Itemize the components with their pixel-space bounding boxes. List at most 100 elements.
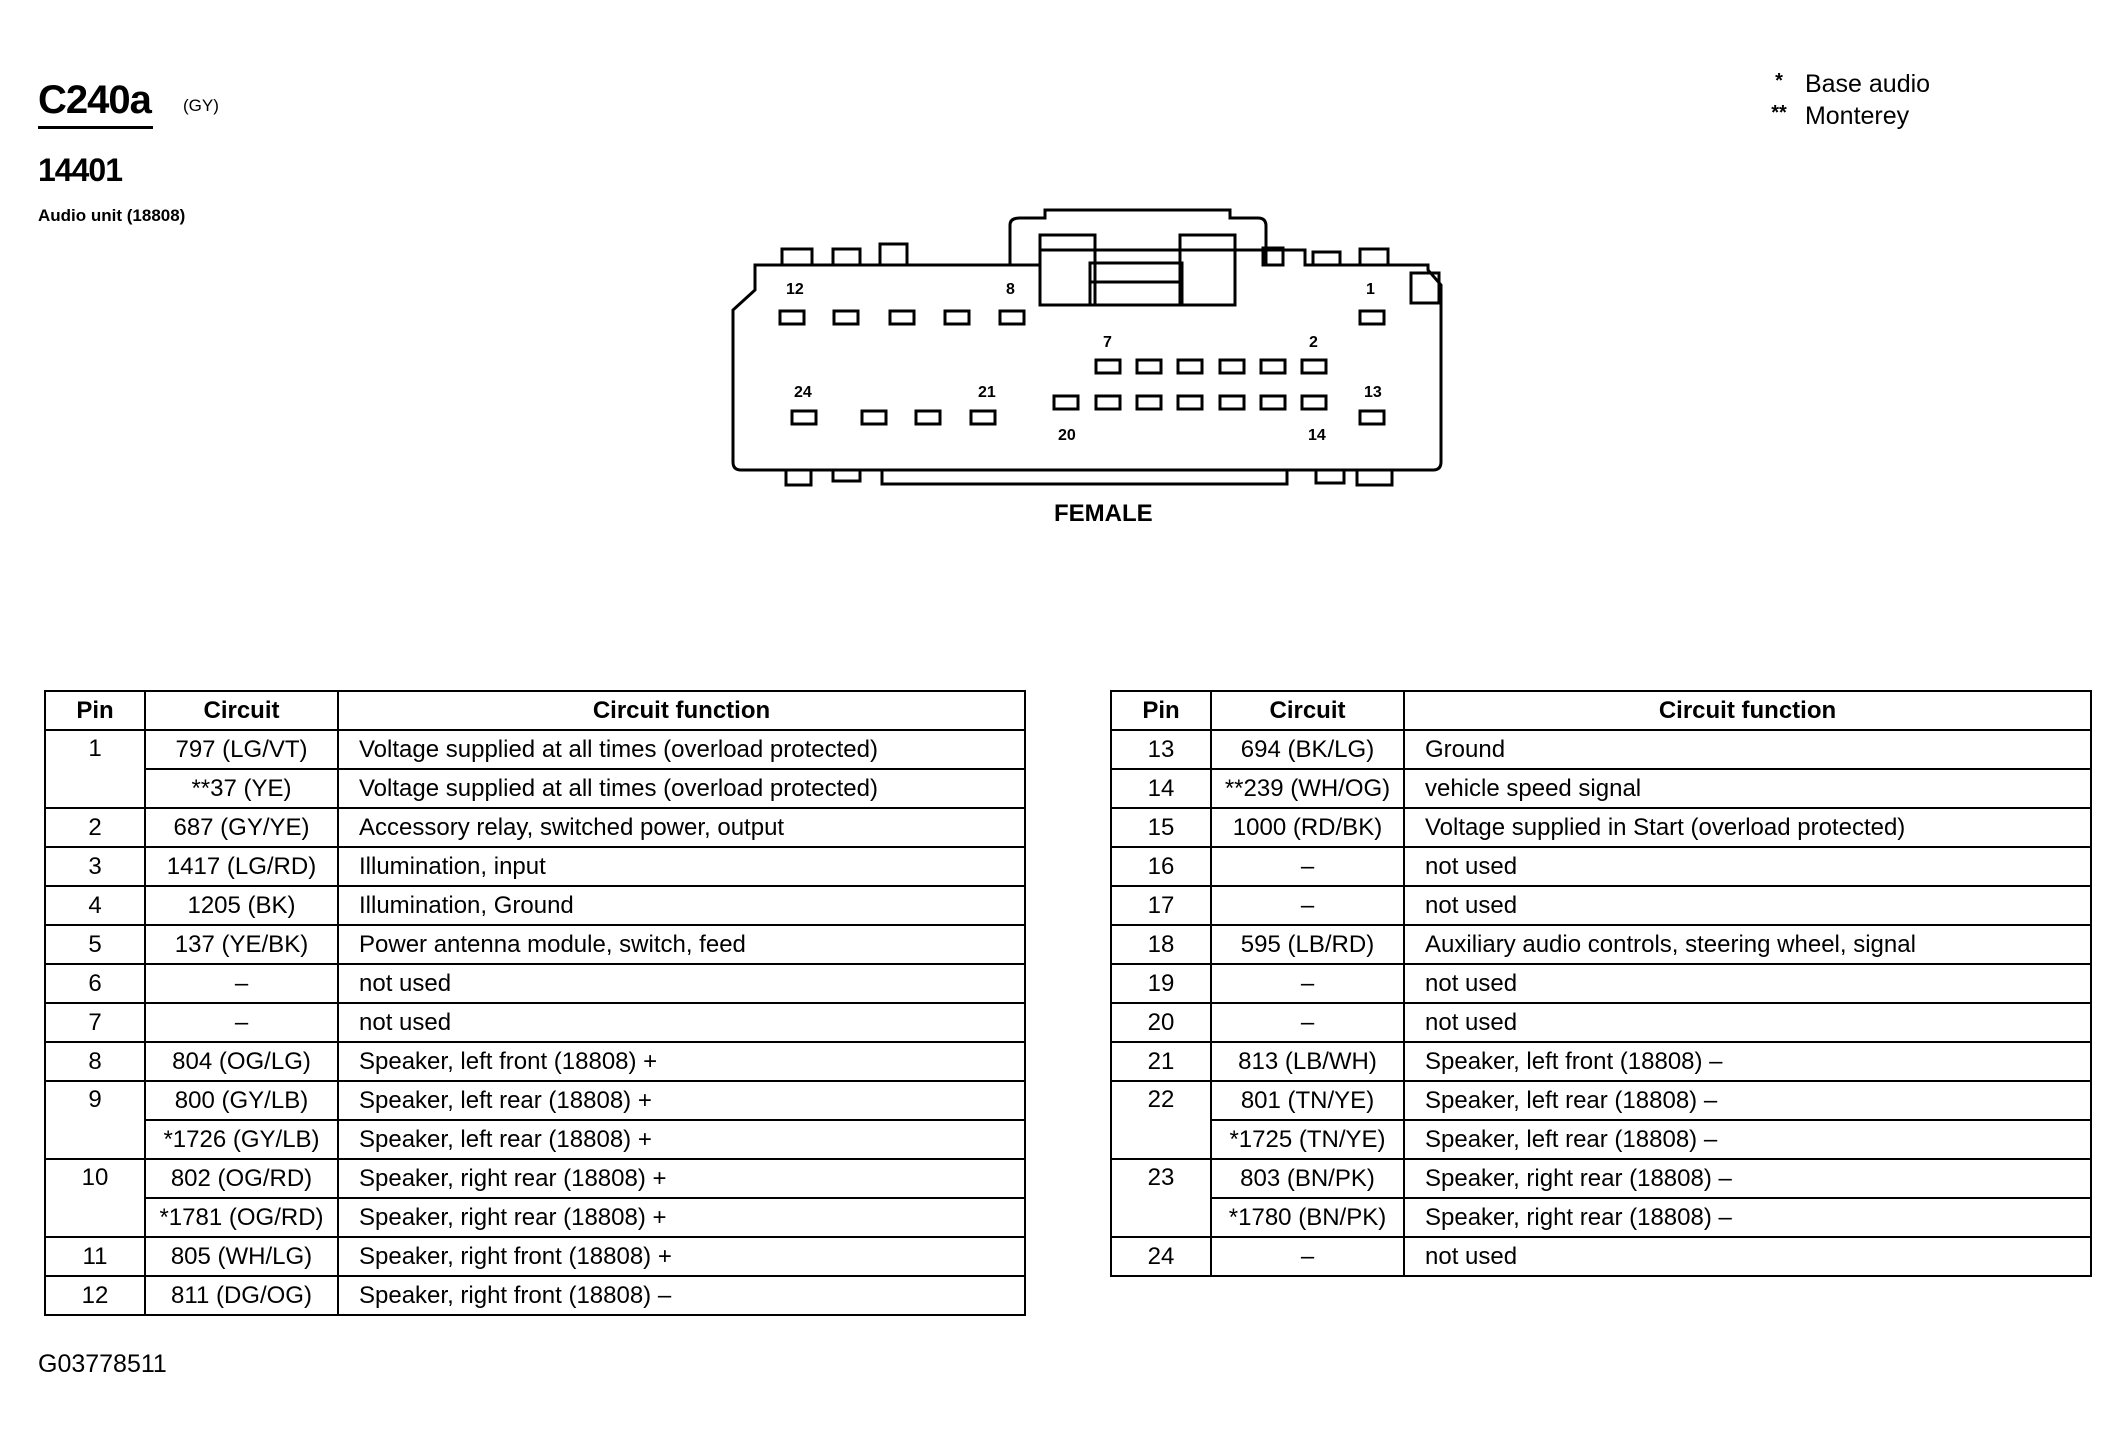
cavity-24 (790, 409, 818, 426)
circuit-id: *1780 (BN/PK) (1210, 1197, 1405, 1238)
circuit-function: Illumination, Ground (337, 885, 1026, 926)
circuit-id: 1205 (BK) (144, 885, 339, 926)
table-row: 24–not used (1110, 1236, 2092, 1277)
circuit-id: – (1210, 1236, 1405, 1277)
circuit-function: Voltage supplied at all times (overload … (337, 768, 1026, 809)
top-tab (780, 247, 814, 267)
circuit-function: Speaker, right front (18808) + (337, 1236, 1026, 1277)
pin-number: 4 (44, 885, 146, 926)
circuit-function: Speaker, right rear (18808) – (1403, 1158, 2092, 1199)
pin-number: 14 (1110, 768, 1212, 809)
pin-number: 15 (1110, 807, 1212, 848)
latch-slot (1178, 233, 1237, 307)
connector-housing (731, 248, 1443, 472)
legend-item-base-audio: * Base audio (1760, 70, 1930, 99)
bottom-tab (1314, 468, 1346, 485)
table-row: 19–not used (1110, 963, 2092, 1004)
pin-label-12: 12 (786, 281, 804, 298)
circuit-function: Speaker, right front (18808) – (337, 1275, 1026, 1316)
latch-bar (1088, 261, 1184, 307)
circuit-function: not used (337, 1002, 1026, 1043)
circuit-id: 805 (WH/LG) (144, 1236, 339, 1277)
circuit-function: not used (1403, 963, 2092, 1004)
pin-number: 13 (1110, 729, 1212, 770)
table-row: 20–not used (1110, 1002, 2092, 1043)
pin-number: 18 (1110, 924, 1212, 965)
cavity-18 (1135, 394, 1163, 411)
header-pin: Pin (44, 690, 146, 731)
table-row: *1780 (BN/PK)Speaker, right rear (18808)… (1111, 1197, 2092, 1238)
circuit-function: Voltage supplied at all times (overload … (337, 729, 1026, 770)
pin-number: 20 (1110, 1002, 1212, 1043)
cavity-23 (860, 409, 888, 426)
pin-number: 9 (44, 1080, 146, 1160)
circuit-function: Speaker, left front (18808) – (1403, 1041, 2092, 1082)
circuit-id: – (1210, 1002, 1405, 1043)
pin-number: 12 (44, 1275, 146, 1316)
header-pin: Pin (1110, 690, 1212, 731)
cavity-19 (1094, 394, 1122, 411)
circuit-function: Illumination, input (337, 846, 1026, 887)
circuit-id: **239 (WH/OG) (1210, 768, 1405, 809)
table-header-row: Pin Circuit Circuit function (44, 690, 1026, 731)
circuit-function: Speaker, left rear (18808) + (337, 1080, 1026, 1121)
cavity-6 (1135, 358, 1163, 375)
circuit-function: not used (1403, 1236, 2092, 1277)
pin-number: 10 (44, 1158, 146, 1238)
pin-number: 24 (1110, 1236, 1212, 1277)
pin-number: 1 (44, 729, 146, 809)
connector-color: (GY) (183, 96, 219, 115)
circuit-id: 595 (LB/RD) (1210, 924, 1405, 965)
pin-label-21: 21 (978, 384, 996, 401)
pin-label-1: 1 (1366, 281, 1375, 298)
connector-face-diagram: 12 8 1 7 2 24 21 13 20 14 (731, 208, 1443, 487)
table-row: *1781 (OG/RD)Speaker, right rear (18808)… (45, 1197, 1026, 1238)
pin-label-13: 13 (1364, 384, 1382, 401)
circuit-function: not used (1403, 846, 2092, 887)
cavity-5 (1176, 358, 1204, 375)
circuit-function: Speaker, right rear (18808) – (1403, 1197, 2092, 1238)
circuit-id: 1000 (RD/BK) (1210, 807, 1405, 848)
circuit-function: Speaker, left rear (18808) – (1403, 1119, 2092, 1160)
connector-view-label: FEMALE (1054, 500, 1153, 527)
pin-number: 11 (44, 1236, 146, 1277)
table-row: *1726 (GY/LB)Speaker, left rear (18808) … (45, 1119, 1026, 1160)
bottom-tab (1355, 468, 1394, 487)
table-row: **37 (YE)Voltage supplied at all times (… (45, 768, 1026, 809)
cavity-13 (1358, 409, 1386, 426)
circuit-function: Auxiliary audio controls, steering wheel… (1403, 924, 2092, 965)
circuit-id: – (144, 963, 339, 1004)
cavity-9 (943, 309, 971, 326)
cavity-20 (1052, 394, 1080, 411)
circuit-function: Speaker, left front (18808) + (337, 1041, 1026, 1082)
header-function: Circuit function (337, 690, 1026, 731)
cavity-8 (998, 309, 1026, 326)
circuit-id: *1726 (GY/LB) (144, 1119, 339, 1160)
table-row: *1725 (TN/YE)Speaker, left rear (18808) … (1111, 1119, 2092, 1160)
circuit-id: 800 (GY/LB) (144, 1080, 339, 1121)
legend-item-monterey: ** Monterey (1760, 102, 1909, 131)
header-function: Circuit function (1403, 690, 2092, 731)
circuit-id: 797 (LG/VT) (144, 729, 339, 770)
cavity-1 (1358, 309, 1386, 326)
circuit-id: **37 (YE) (144, 768, 339, 809)
circuit-id: 687 (GY/YE) (144, 807, 339, 848)
pin-number: 21 (1110, 1041, 1212, 1082)
cavity-16 (1218, 394, 1246, 411)
circuit-id: 804 (OG/LG) (144, 1041, 339, 1082)
pin-number: 6 (44, 963, 146, 1004)
circuit-id: 802 (OG/RD) (144, 1158, 339, 1199)
latch-slot (1038, 233, 1097, 307)
circuit-function: Speaker, right rear (18808) + (337, 1197, 1026, 1238)
pin-number: 3 (44, 846, 146, 887)
top-tab (831, 247, 862, 267)
table-row: 7–not used (44, 1002, 1026, 1043)
pin-label-24: 24 (794, 384, 812, 401)
